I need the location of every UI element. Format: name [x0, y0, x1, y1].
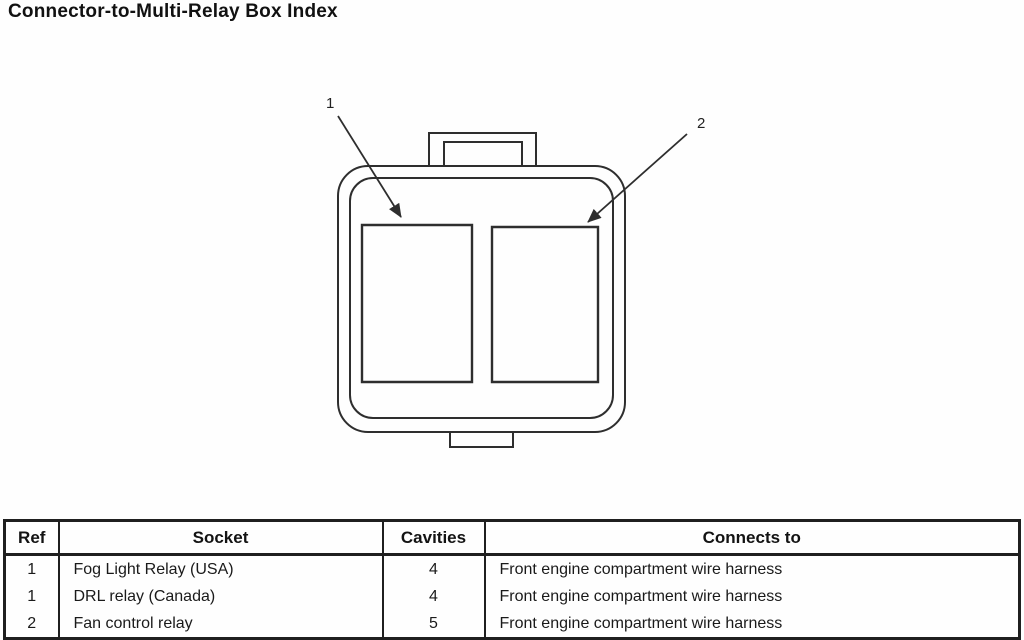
table-row: 1 Fog Light Relay (USA) 4 Front engine c… — [3, 554, 1021, 583]
cell-cavities: 5 — [381, 610, 486, 639]
connector-bottom-tab — [450, 432, 513, 447]
connector-top-tab-inner — [444, 142, 522, 166]
callout-1-arrow — [338, 116, 401, 218]
socket-1 — [362, 225, 472, 382]
connector-body-outer — [338, 166, 625, 432]
header-socket: Socket — [57, 519, 384, 556]
page-title: Connector-to-Multi-Relay Box Index — [8, 1, 338, 22]
cell-socket: DRL relay (Canada) — [57, 583, 384, 610]
cell-socket: Fog Light Relay (USA) — [57, 554, 384, 583]
cell-connects-to: Front engine compartment wire harness — [483, 610, 1021, 639]
table-row: 1 DRL relay (Canada) 4 Front engine comp… — [3, 583, 1021, 610]
connector-top-tab-outer — [429, 133, 536, 166]
callout-1-label: 1 — [326, 95, 335, 112]
cell-ref: 1 — [3, 583, 60, 610]
table-row: 2 Fan control relay 5 Front engine compa… — [3, 610, 1021, 639]
cell-ref: 2 — [3, 610, 60, 639]
cell-cavities: 4 — [381, 554, 486, 583]
header-cavities: Cavities — [381, 519, 486, 556]
connector-body-inner — [350, 178, 613, 418]
callout-2-arrow — [587, 134, 687, 222]
header-connects-to: Connects to — [483, 519, 1021, 556]
cell-ref: 1 — [3, 554, 60, 583]
callout-2-label: 2 — [697, 115, 706, 132]
table-header-row: Ref Socket Cavities Connects to — [3, 519, 1021, 556]
cell-socket: Fan control relay — [57, 610, 384, 639]
cell-connects-to: Front engine compartment wire harness — [483, 554, 1021, 583]
header-ref: Ref — [3, 519, 60, 556]
relay-index-table: Ref Socket Cavities Connects to 1 Fog Li… — [3, 519, 1021, 640]
socket-2 — [492, 227, 598, 382]
cell-connects-to: Front engine compartment wire harness — [483, 583, 1021, 610]
cell-cavities: 4 — [381, 583, 486, 610]
